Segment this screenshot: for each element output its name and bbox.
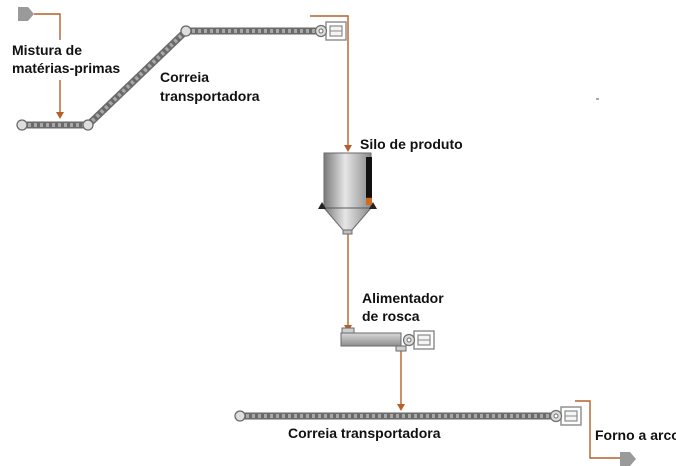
- belt1-label-line2: transportadora: [160, 88, 260, 104]
- flow-line-raw-to-belt: [34, 13, 61, 40]
- silo-label: Silo de produto: [360, 136, 463, 152]
- belt1-label-line1: Correia: [160, 69, 210, 85]
- feeder-label-line2: de rosca: [362, 308, 420, 324]
- belt2-label: Correia transportadora: [288, 425, 441, 441]
- furnace-output-arrow: [620, 452, 636, 466]
- flow-arrowhead: [397, 404, 405, 411]
- feeder-label-line1: Alimentador: [362, 290, 444, 306]
- flow-arrowhead: [344, 145, 352, 152]
- flow-line-to-furnace: [575, 400, 620, 459]
- raw-material-input-arrow: [18, 7, 34, 21]
- flow-arrowhead: [56, 112, 64, 119]
- raw-materials-label-line1: Mistura de: [12, 42, 83, 58]
- screw-feeder: [340, 327, 435, 352]
- silo-level-indicator: [366, 197, 372, 205]
- bottom-belt-conveyor: [234, 406, 582, 426]
- silo-level-track: [366, 157, 372, 205]
- inclined-belt-conveyor: [16, 21, 347, 131]
- flow-line-belt-to-silo: [310, 15, 349, 145]
- raw-materials-label-line2: matérias-primas: [12, 60, 121, 76]
- product-silo: [318, 152, 377, 235]
- furnace-label: Forno a arco: [595, 427, 676, 443]
